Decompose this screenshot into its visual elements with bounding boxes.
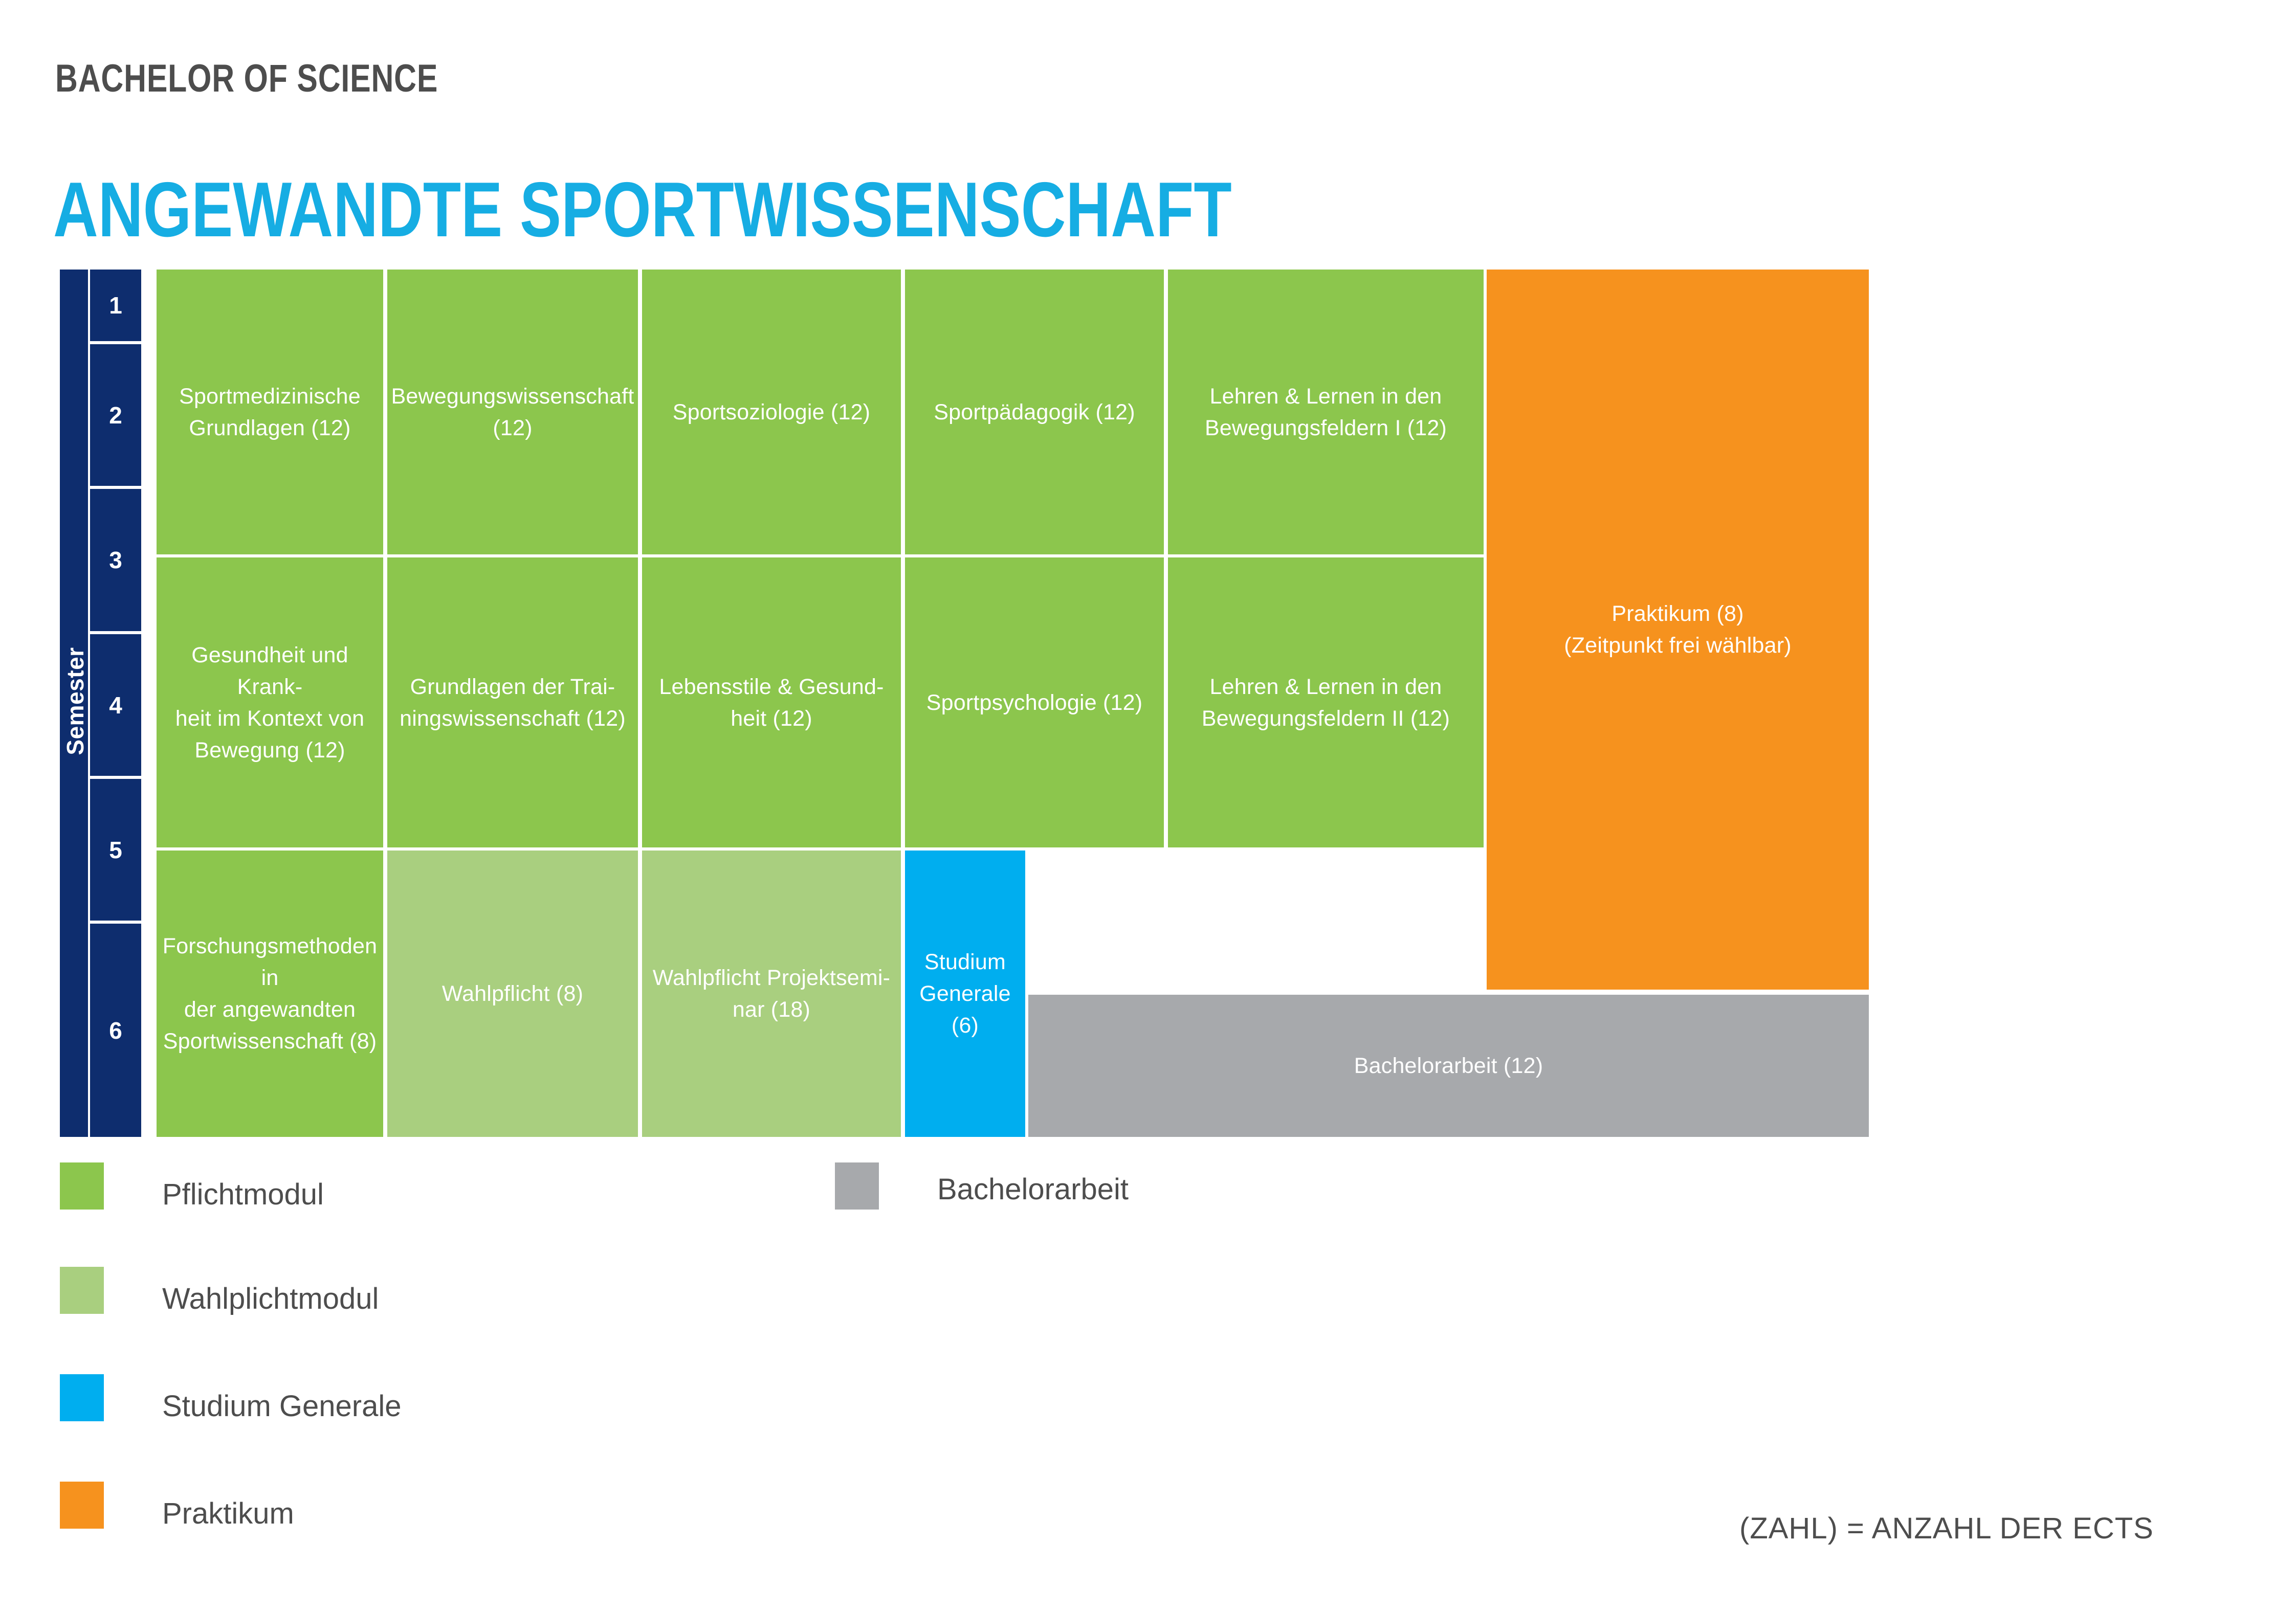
- legend-swatch-pflichtmodul: [60, 1162, 104, 1210]
- semester-cell-1: 1: [90, 270, 141, 341]
- semester-axis-bar: Semester: [60, 270, 89, 1137]
- module-cell-lehren-lernen-bewegungsfelder-2[interactable]: Lehren & Lernen in den Bewegungsfeldern …: [1168, 557, 1484, 847]
- legend-swatch-praktikum: [60, 1482, 104, 1529]
- legend-swatch-studium-generale: [60, 1374, 104, 1421]
- module-cell-praktikum[interactable]: Praktikum (8) (Zeitpunkt frei wählbar): [1487, 270, 1869, 990]
- module-cell-wahlpflicht-projektseminar[interactable]: Wahlpflicht Projektsemi- nar (18): [642, 851, 901, 1137]
- module-cell-forschungsmethoden[interactable]: Forschungsmethoden in der angewandten Sp…: [157, 851, 383, 1137]
- module-cell-sportsoziologie[interactable]: Sportsoziologie (12): [642, 270, 901, 554]
- legend-label-studium-generale: Studium Generale: [162, 1390, 402, 1423]
- semester-cell-2: 2: [90, 344, 141, 486]
- legend-label-praktikum: Praktikum: [162, 1497, 294, 1530]
- legend-swatch-wahlplichtmodul: [60, 1267, 104, 1314]
- module-cell-sportpaedagogik[interactable]: Sportpädagogik (12): [905, 270, 1164, 554]
- legend-label-bachelorarbeit: Bachelorarbeit: [937, 1173, 1129, 1206]
- module-cell-sportpsychologie[interactable]: Sportpsychologie (12): [905, 557, 1164, 847]
- module-cell-lehren-lernen-bewegungsfelder-1[interactable]: Lehren & Lernen in den Bewegungsfeldern …: [1168, 270, 1484, 554]
- module-cell-lebensstile-gesundheit[interactable]: Lebensstile & Gesund- heit (12): [642, 557, 901, 847]
- semester-cell-4: 4: [90, 634, 141, 776]
- degree-kicker: BACHELOR OF SCIENCE: [55, 57, 438, 100]
- ects-note: (ZAHL) = ANZAHL DER ECTS: [1739, 1512, 2154, 1545]
- legend-label-pflichtmodul: Pflichtmodul: [162, 1178, 324, 1211]
- semester-cell-6: 6: [90, 924, 141, 1137]
- semester-cell-3: 3: [90, 489, 141, 631]
- module-cell-gesundheit-krankheit-bewegung[interactable]: Gesundheit und Krank- heit im Kontext vo…: [157, 557, 383, 847]
- module-cell-bewegungswissenschaft[interactable]: Bewegungswissenschaft (12): [387, 270, 638, 554]
- semester-cell-5: 5: [90, 779, 141, 921]
- module-cell-grundlagen-trainingswissenschaft[interactable]: Grundlagen der Trai- ningswissenschaft (…: [387, 557, 638, 847]
- curriculum-matrix: Semester 1 2 3 4 5 6 Sportmedizinische G…: [60, 270, 1869, 1137]
- page-title: ANGEWANDTE SPORTWISSENSCHAFT: [53, 166, 1232, 253]
- module-cell-bachelorarbeit[interactable]: Bachelorarbeit (12): [1028, 995, 1869, 1137]
- module-cell-studium-generale[interactable]: Studium Generale (6): [905, 851, 1025, 1137]
- legend-swatch-bachelorarbeit: [835, 1162, 879, 1210]
- module-cell-wahlpflicht[interactable]: Wahlpflicht (8): [387, 851, 638, 1137]
- module-cell-sportmedizinische-grundlagen[interactable]: Sportmedizinische Grundlagen (12): [157, 270, 383, 554]
- legend-label-wahlplichtmodul: Wahlplichtmodul: [162, 1282, 379, 1315]
